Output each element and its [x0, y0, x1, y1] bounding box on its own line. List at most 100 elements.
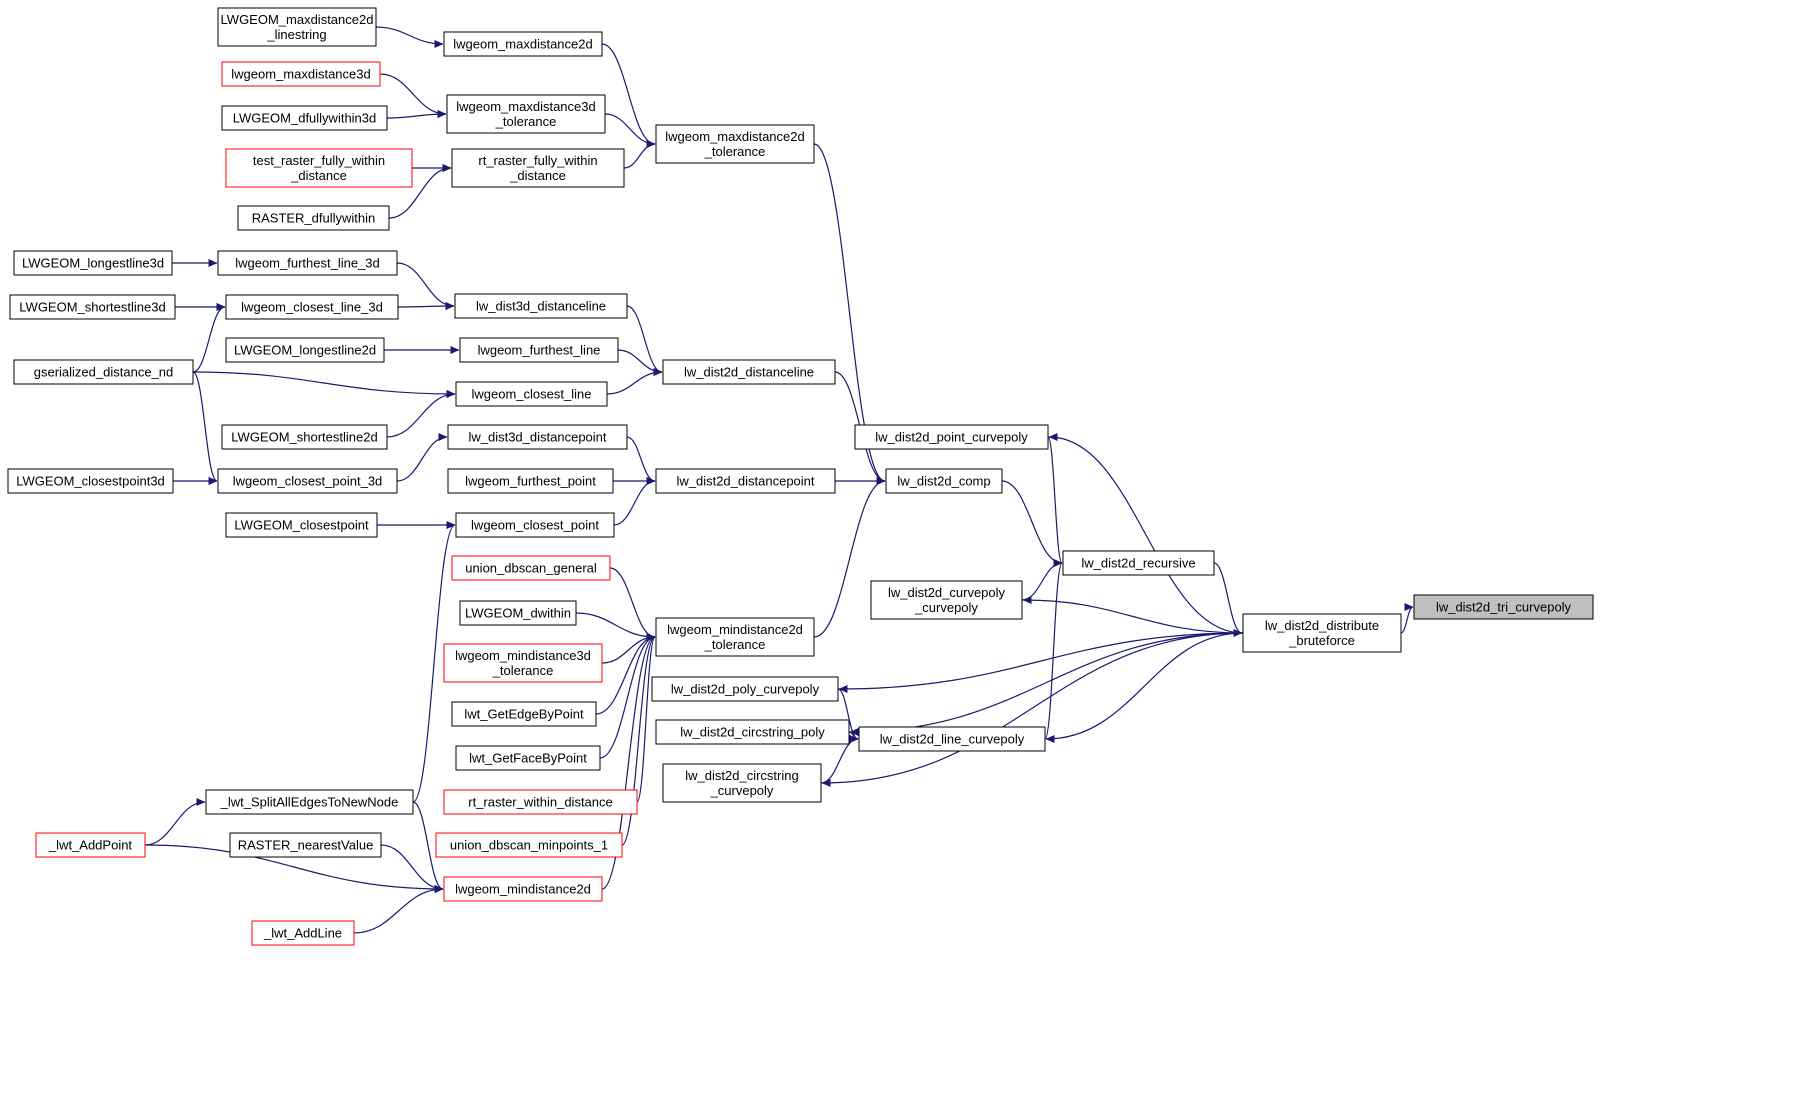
node-box[interactable] [221, 424, 388, 450]
node-box[interactable] [455, 745, 601, 771]
node-test_raster_fully_within_distance[interactable]: test_raster_fully_within_distance [225, 148, 413, 188]
node-box[interactable] [443, 31, 603, 57]
node-lw_dist2d_distanceline[interactable]: lw_dist2d_distanceline [662, 359, 836, 385]
node-lwgeom_maxdistance2d_tolerance[interactable]: lwgeom_maxdistance2d_tolerance [655, 124, 815, 164]
node-box[interactable] [443, 876, 603, 902]
node-box[interactable] [655, 468, 836, 494]
node-RASTER_dfullywithin[interactable]: RASTER_dfullywithin [237, 205, 390, 231]
node-box[interactable] [1413, 594, 1594, 620]
node-box[interactable] [447, 468, 614, 494]
node-box[interactable] [451, 555, 611, 581]
node-lwgeom_mindistance2d_tolerance[interactable]: lwgeom_mindistance2d_tolerance [655, 617, 815, 657]
node-_lwt_AddLine[interactable]: _lwt_AddLine [251, 920, 355, 946]
node-lwgeom_mindistance2d[interactable]: lwgeom_mindistance2d [443, 876, 603, 902]
node-lw_dist2d_tri_curvepoly[interactable]: lw_dist2d_tri_curvepoly [1413, 594, 1594, 620]
node-box[interactable] [459, 337, 619, 363]
node-box[interactable] [7, 468, 174, 494]
node-box[interactable] [662, 359, 836, 385]
node-box[interactable] [225, 512, 378, 538]
node-box[interactable] [651, 676, 839, 702]
node-box[interactable] [443, 789, 638, 815]
node-box[interactable] [217, 7, 377, 47]
node-lwgeom_maxdistance3d[interactable]: lwgeom_maxdistance3d [221, 61, 381, 87]
node-box[interactable] [225, 337, 385, 363]
node-box[interactable] [217, 468, 398, 494]
node-box[interactable] [217, 250, 398, 276]
node-lwgeom_mindistance3d_tolerance[interactable]: lwgeom_mindistance3d_tolerance [443, 643, 603, 683]
node-box[interactable] [454, 293, 628, 319]
node-lw_dist2d_line_curvepoly[interactable]: lw_dist2d_line_curvepoly [858, 726, 1046, 752]
node-box[interactable] [251, 920, 355, 946]
node-lwt_GetFaceByPoint[interactable]: lwt_GetFaceByPoint [455, 745, 601, 771]
node-union_dbscan_general[interactable]: union_dbscan_general [451, 555, 611, 581]
node-box[interactable] [655, 124, 815, 164]
node-lwgeom_maxdistance3d_tolerance[interactable]: lwgeom_maxdistance3d_tolerance [446, 94, 606, 134]
node-box[interactable] [35, 832, 146, 858]
node-LWGEOM_dwithin[interactable]: LWGEOM_dwithin [459, 600, 577, 626]
node-lw_dist2d_curvepoly_curvepoly[interactable]: lw_dist2d_curvepoly_curvepoly [870, 580, 1023, 620]
node-_lwt_AddPoint[interactable]: _lwt_AddPoint [35, 832, 146, 858]
node-box[interactable] [885, 468, 1003, 494]
node-lw_dist2d_point_curvepoly[interactable]: lw_dist2d_point_curvepoly [854, 424, 1049, 450]
node-LWGEOM_shortestline3d[interactable]: LWGEOM_shortestline3d [9, 294, 176, 320]
node-LWGEOM_longestline3d[interactable]: LWGEOM_longestline3d [13, 250, 173, 276]
node-lwt_GetEdgeByPoint[interactable]: lwt_GetEdgeByPoint [451, 701, 597, 727]
node-lw_dist2d_poly_curvepoly[interactable]: lw_dist2d_poly_curvepoly [651, 676, 839, 702]
node-_lwt_SplitAllEdgesToNewNode[interactable]: _lwt_SplitAllEdgesToNewNode [205, 789, 414, 815]
node-LWGEOM_longestline2d[interactable]: LWGEOM_longestline2d [225, 337, 385, 363]
node-lwgeom_closest_line[interactable]: lwgeom_closest_line [455, 381, 608, 407]
node-lw_dist2d_distancepoint[interactable]: lw_dist2d_distancepoint [655, 468, 836, 494]
node-box[interactable] [13, 250, 173, 276]
node-lwgeom_closest_point[interactable]: lwgeom_closest_point [455, 512, 615, 538]
node-lwgeom_closest_line_3d[interactable]: lwgeom_closest_line_3d [225, 294, 399, 320]
node-box[interactable] [446, 94, 606, 134]
node-box[interactable] [229, 832, 382, 858]
node-box[interactable] [13, 359, 194, 385]
node-box[interactable] [221, 61, 381, 87]
node-box[interactable] [225, 148, 413, 188]
node-box[interactable] [455, 512, 615, 538]
node-box[interactable] [237, 205, 390, 231]
node-gserialized_distance_nd[interactable]: gserialized_distance_nd [13, 359, 194, 385]
node-box[interactable] [451, 701, 597, 727]
node-lw_dist3d_distancepoint[interactable]: lw_dist3d_distancepoint [447, 424, 628, 450]
node-rt_raster_within_distance[interactable]: rt_raster_within_distance [443, 789, 638, 815]
node-LWGEOM_maxdistance2d_linestring[interactable]: LWGEOM_maxdistance2d_linestring [217, 7, 377, 47]
node-lw_dist2d_comp[interactable]: lw_dist2d_comp [885, 468, 1003, 494]
node-box[interactable] [443, 643, 603, 683]
node-box[interactable] [221, 105, 388, 131]
node-box[interactable] [459, 600, 577, 626]
node-box[interactable] [655, 617, 815, 657]
node-lwgeom_furthest_line[interactable]: lwgeom_furthest_line [459, 337, 619, 363]
node-LWGEOM_dfullywithin3d[interactable]: LWGEOM_dfullywithin3d [221, 105, 388, 131]
node-box[interactable] [447, 424, 628, 450]
node-box[interactable] [435, 832, 623, 858]
node-box[interactable] [858, 726, 1046, 752]
node-box[interactable] [854, 424, 1049, 450]
node-box[interactable] [662, 763, 822, 803]
node-RASTER_nearestValue[interactable]: RASTER_nearestValue [229, 832, 382, 858]
node-box[interactable] [205, 789, 414, 815]
node-LWGEOM_closestpoint3d[interactable]: LWGEOM_closestpoint3d [7, 468, 174, 494]
node-lw_dist2d_circstring_curvepoly[interactable]: lw_dist2d_circstring_curvepoly [662, 763, 822, 803]
node-LWGEOM_shortestline2d[interactable]: LWGEOM_shortestline2d [221, 424, 388, 450]
node-union_dbscan_minpoints_1[interactable]: union_dbscan_minpoints_1 [435, 832, 623, 858]
node-lwgeom_furthest_point[interactable]: lwgeom_furthest_point [447, 468, 614, 494]
node-lw_dist2d_recursive[interactable]: lw_dist2d_recursive [1062, 550, 1215, 576]
node-box[interactable] [9, 294, 176, 320]
node-lw_dist2d_distribute_bruteforce[interactable]: lw_dist2d_distribute_bruteforce [1242, 613, 1402, 653]
node-rt_raster_fully_within_distance[interactable]: rt_raster_fully_within_distance [451, 148, 625, 188]
node-lwgeom_furthest_line_3d[interactable]: lwgeom_furthest_line_3d [217, 250, 398, 276]
node-lw_dist3d_distanceline[interactable]: lw_dist3d_distanceline [454, 293, 628, 319]
node-box[interactable] [1062, 550, 1215, 576]
node-box[interactable] [1242, 613, 1402, 653]
node-LWGEOM_closestpoint[interactable]: LWGEOM_closestpoint [225, 512, 378, 538]
node-box[interactable] [451, 148, 625, 188]
node-box[interactable] [225, 294, 399, 320]
node-lwgeom_closest_point_3d[interactable]: lwgeom_closest_point_3d [217, 468, 398, 494]
node-box[interactable] [655, 719, 850, 745]
node-box[interactable] [455, 381, 608, 407]
node-lw_dist2d_circstring_poly[interactable]: lw_dist2d_circstring_poly [655, 719, 850, 745]
node-lwgeom_maxdistance2d[interactable]: lwgeom_maxdistance2d [443, 31, 603, 57]
node-box[interactable] [870, 580, 1023, 620]
